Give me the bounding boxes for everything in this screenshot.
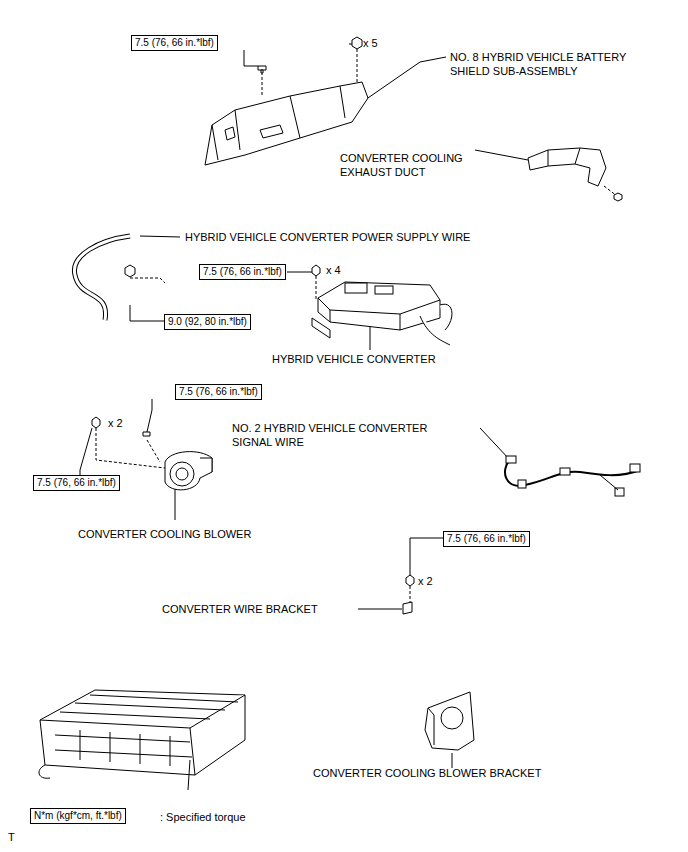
wire-bracket <box>403 602 412 614</box>
torque-box: 7.5 (76, 66 in.*lbf) <box>199 264 286 280</box>
torque-box: 7.5 (76, 66 in.*lbf) <box>33 475 120 491</box>
exhaust-duct <box>528 148 606 186</box>
fasteners <box>92 37 622 586</box>
battery-assembly <box>39 690 245 790</box>
part-label: CONVERTER WIRE BRACKET <box>162 602 318 616</box>
part-label: NO. 2 HYBRID VEHICLE CONVERTER SIGNAL WI… <box>232 421 432 449</box>
torque-value: 7.5 (76, 66 in.*lbf) <box>203 266 282 277</box>
torque-box: 7.5 (76, 66 in.*lbf) <box>443 531 530 547</box>
torque-box: 9.0 (92, 80 in.*lbf) <box>164 314 251 330</box>
torque-value: 9.0 (92, 80 in.*lbf) <box>168 316 247 327</box>
part-label: : Specified torque <box>160 810 246 824</box>
part-label: x 5 <box>363 36 378 50</box>
part-label: HYBRID VEHICLE CONVERTER <box>272 352 436 366</box>
part-label: HYBRID VEHICLE CONVERTER POWER SUPPLY WI… <box>185 230 470 244</box>
blower-bracket <box>425 692 474 750</box>
power-wire <box>74 236 130 320</box>
cooling-blower <box>165 452 212 490</box>
part-label: x 2 <box>108 416 123 430</box>
torque-box: N*m (kgf*cm, ft.*lbf) <box>30 808 126 824</box>
part-label: NO. 8 HYBRID VEHICLE BATTERY SHIELD SUB-… <box>450 50 655 78</box>
signal-wire <box>505 456 640 496</box>
torque-value: 7.5 (76, 66 in.*lbf) <box>37 477 116 488</box>
torque-value: 7.5 (76, 66 in.*lbf) <box>179 386 258 397</box>
torque-box: 7.5 (76, 66 in.*lbf) <box>175 384 262 400</box>
torque-leaders <box>80 44 528 768</box>
leader-lines <box>96 49 617 604</box>
torque-value: 7.5 (76, 66 in.*lbf) <box>135 37 214 48</box>
part-label: CONVERTER COOLING EXHAUST DUCT <box>340 151 465 179</box>
part-label: x 2 <box>418 574 433 588</box>
part-label: CONVERTER COOLING BLOWER <box>78 527 251 541</box>
part-label: CONVERTER COOLING BLOWER BRACKET <box>313 766 541 780</box>
converter <box>312 282 452 345</box>
torque-box: 7.5 (76, 66 in.*lbf) <box>131 35 218 51</box>
part-label: T <box>8 830 15 844</box>
torque-value: 7.5 (76, 66 in.*lbf) <box>447 533 526 544</box>
part-label: x 4 <box>326 263 341 277</box>
torque-value: N*m (kgf*cm, ft.*lbf) <box>34 810 122 821</box>
